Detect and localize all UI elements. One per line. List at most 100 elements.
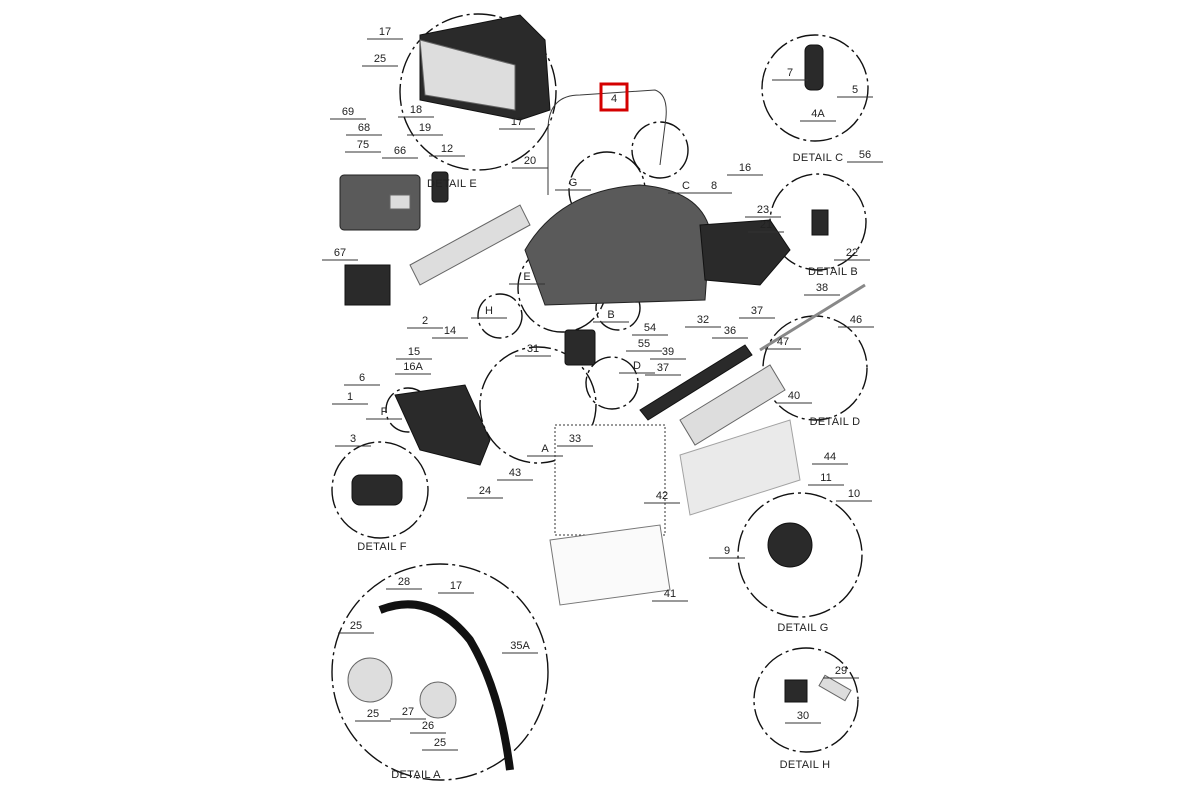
part-callout-label: 55 xyxy=(638,338,650,350)
detail-c-circle xyxy=(761,34,869,142)
side-panel-part xyxy=(394,384,491,466)
pump-motor-part xyxy=(564,329,596,366)
detail-d-circle xyxy=(762,315,868,421)
part-callout-label: 47 xyxy=(777,336,789,348)
detail-e-circle xyxy=(399,13,557,171)
detail-h-ref-circle xyxy=(477,293,523,339)
handle-part xyxy=(547,89,667,195)
part-callout-label: 21 xyxy=(760,219,772,231)
detail-h-circle xyxy=(753,647,859,753)
brush-roller-part xyxy=(409,204,531,286)
part-callout-label: 39 xyxy=(662,346,674,358)
part-callout-label: 56 xyxy=(859,149,871,161)
part-callout-label: 25 xyxy=(374,53,386,65)
pulley-part xyxy=(347,657,393,703)
part-callout-label: 10 xyxy=(848,488,860,500)
detail-a-circle xyxy=(331,563,549,781)
part-callout-label: 36 xyxy=(724,325,736,337)
detail-c-ref-circle xyxy=(631,121,689,179)
part-callout-label: 11 xyxy=(820,472,831,484)
part-callout-label: 14 xyxy=(444,325,456,337)
detail-title: DETAIL H xyxy=(780,759,831,771)
part-callout-label: 44 xyxy=(824,451,836,463)
part-callout-label: 29 xyxy=(835,665,847,677)
part-callout-label: 19 xyxy=(419,122,431,134)
part-callout-label: 7 xyxy=(787,67,793,79)
part-callout-label: 42 xyxy=(656,490,668,502)
side-plate-part xyxy=(419,39,516,111)
part-callout-label: 66 xyxy=(394,145,406,157)
part-callout-label: 38 xyxy=(816,282,828,294)
detail-title: DETAIL E xyxy=(427,178,477,190)
part-callout-label: 1 xyxy=(347,391,353,403)
part-callout-label: 23 xyxy=(757,204,769,216)
part-callout-label: 25 xyxy=(367,708,379,720)
part-callout-label: 17 xyxy=(379,26,391,38)
part-callout-label: G xyxy=(569,177,578,189)
part-callout-label: 24 xyxy=(479,485,491,497)
part-callout-label: 17 xyxy=(511,116,523,128)
part-callout-label: 9 xyxy=(724,545,730,557)
part-callout-label: 12 xyxy=(441,143,453,155)
part-callout-label: B xyxy=(607,309,614,321)
roller-shaft-part xyxy=(639,344,753,421)
part-callout-label: 40 xyxy=(788,390,800,402)
part-callout-label: 69 xyxy=(342,106,354,118)
filter-frame-part xyxy=(549,524,671,606)
part-callout-label: 16A xyxy=(403,361,423,373)
impeller-part xyxy=(767,522,813,568)
axle-part xyxy=(759,283,866,352)
part-callout-label: 37 xyxy=(657,362,669,374)
detail-title: DETAIL A xyxy=(391,769,441,781)
bracket-part xyxy=(784,679,808,703)
detail-title: DETAIL F xyxy=(357,541,406,553)
body-cover-part xyxy=(524,184,711,306)
clip-part xyxy=(811,209,829,236)
detail-g-circle xyxy=(737,492,863,618)
part-callout-label: 68 xyxy=(358,122,370,134)
roller-foam-part xyxy=(679,364,786,446)
part-callout-label: 27 xyxy=(402,706,414,718)
detail-title: DETAIL B xyxy=(808,266,858,278)
part-callout-label: 22 xyxy=(846,247,858,259)
part-callout-label: 43 xyxy=(509,467,521,479)
part-callout-label: 41 xyxy=(664,588,676,600)
power-supply-display xyxy=(389,194,411,210)
part-callout-label: 25 xyxy=(434,737,446,749)
part-callout-label: 6 xyxy=(359,372,365,384)
detail-d-ref-circle xyxy=(585,356,639,410)
part-callout-label: 4 xyxy=(611,93,617,105)
part-callout-label: 8 xyxy=(711,180,717,192)
part-callout-label: 16 xyxy=(739,162,751,174)
part-callout-label: E xyxy=(523,271,530,283)
part-callout-label: 75 xyxy=(357,139,369,151)
detail-title: DETAIL D xyxy=(810,416,861,428)
part-callout-label: 5 xyxy=(852,84,858,96)
part-callout-label: H xyxy=(485,305,493,317)
cable-part xyxy=(344,264,391,306)
part-callout-label: 54 xyxy=(644,322,656,334)
filter-bag-part xyxy=(554,424,666,536)
swivel-part xyxy=(818,674,852,702)
drive-belt-part xyxy=(378,600,514,771)
part-callout-label: 17 xyxy=(450,580,462,592)
part-callout-label: 67 xyxy=(334,247,346,259)
part-callout-label: 4A xyxy=(811,108,825,120)
part-callout-label: 15 xyxy=(408,346,420,358)
part-callout-label: 37 xyxy=(751,305,763,317)
side-cover-part xyxy=(699,219,791,286)
part-callout-label: 26 xyxy=(422,720,434,732)
detail-title: DETAIL G xyxy=(777,622,828,634)
part-callout-label: 28 xyxy=(398,576,410,588)
detail-f-circle xyxy=(331,441,429,539)
part-callout-label: 46 xyxy=(850,314,862,326)
highlight-box xyxy=(599,82,629,112)
part-callout-label: 3 xyxy=(350,433,356,445)
part-callout-label: 33 xyxy=(569,433,581,445)
part-callout-label: A xyxy=(541,443,549,455)
part-callout-label: F xyxy=(381,406,388,418)
detail-title: DETAIL C xyxy=(793,152,844,164)
detail-a-ref-circle xyxy=(479,346,597,464)
